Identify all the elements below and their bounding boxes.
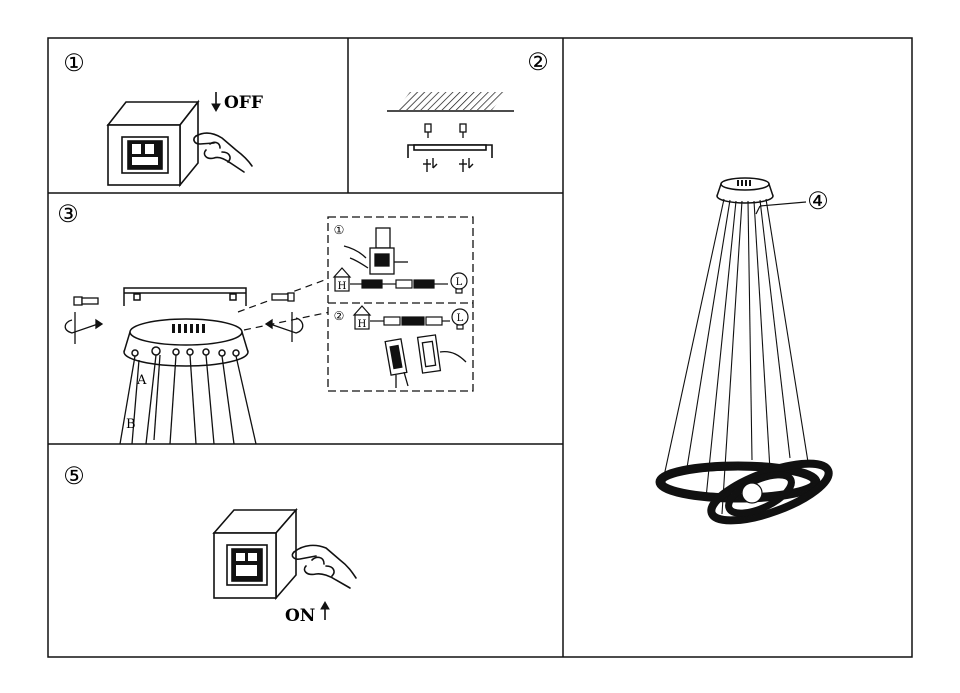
house-letter-2: H: [358, 319, 367, 330]
panel-1: ① OFF: [63, 49, 263, 188]
house-icon-2: [352, 305, 372, 330]
mounting-screws: [423, 158, 474, 172]
pendant-canopy: [716, 177, 774, 204]
connector-row-2: [370, 316, 450, 326]
wall-switch-off: [106, 99, 200, 188]
bulb-icon-2: [451, 308, 469, 330]
hand-icon: [193, 132, 253, 173]
callout-line: [755, 201, 807, 215]
house-icon-1: [332, 267, 352, 292]
step-number-4: ④: [807, 187, 829, 215]
bulb-letter-1: L: [456, 277, 463, 288]
step-number-3: ③: [57, 200, 79, 228]
arrow-down-icon: [211, 92, 221, 113]
wire-label-a: A: [136, 373, 147, 388]
bulb-letter-2: L: [457, 313, 464, 324]
house-letter-1: H: [338, 281, 347, 292]
panel-4: ④: [655, 177, 833, 525]
terminal-block-2: [384, 334, 467, 388]
mounting-bracket: [407, 144, 493, 158]
screw-left-icon: [64, 296, 104, 344]
anchor-plugs: [424, 123, 467, 138]
canopy: [123, 318, 249, 367]
wall-switch-on: [212, 507, 298, 601]
step-number-2: ②: [527, 48, 549, 76]
arrow-up-icon: [320, 600, 330, 620]
inset-step-1: ①: [334, 223, 345, 237]
panel-2: ②: [387, 48, 549, 172]
panel-5: ⑤ ON: [63, 462, 357, 626]
panel-3: ③: [57, 200, 474, 445]
bracket-side-view: [123, 287, 247, 306]
suspension-wires: [119, 354, 257, 445]
panel-frames: [47, 37, 913, 658]
ceiling-hatch: [387, 92, 514, 112]
bulb-icon-1: [450, 272, 468, 294]
inset-step-2: ②: [334, 309, 345, 323]
wiring-inset: ① H: [327, 216, 474, 392]
terminal-block-1: [343, 227, 408, 275]
on-label: ON: [285, 606, 315, 626]
dashed-guides: [237, 277, 331, 331]
off-label: OFF: [224, 93, 263, 113]
wire-label-b: B: [126, 417, 136, 432]
connector-row-1: [350, 279, 448, 289]
hand-icon-on: [291, 544, 357, 589]
pendant-cables: [663, 198, 809, 515]
screw-right-icon: [264, 292, 304, 342]
step-number-5: ⑤: [63, 462, 85, 490]
step-number-1: ①: [63, 49, 85, 77]
crystal-rings: [655, 459, 833, 525]
